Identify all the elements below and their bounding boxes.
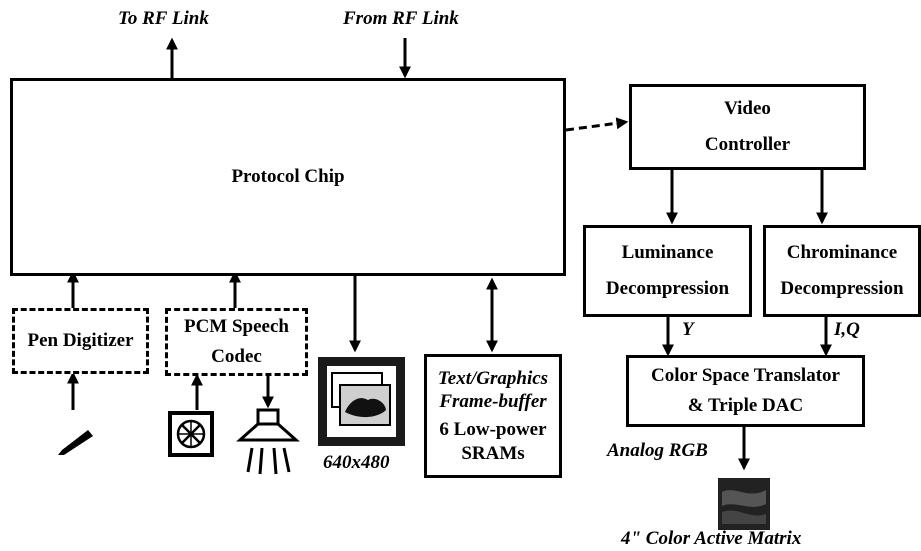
pcm-speech-codec-box: PCM Speech Codec [165,308,308,376]
framebuffer-label-4: SRAMs [461,442,525,464]
pen-digitizer-box: Pen Digitizer [12,308,149,374]
protocol-chip-label: Protocol Chip [231,165,345,187]
speaker-icon [236,408,300,475]
y-signal-label: Y [682,319,694,340]
framebuffer-label-3: 6 Low-power [439,419,547,440]
to-rf-link-label: To RF Link [118,8,209,29]
color-space-translator-box: Color Space Translator & Triple DAC [626,355,865,427]
from-rf-link-label: From RF Link [343,8,459,29]
display-icon [718,478,770,530]
microphone-icon [168,411,214,457]
video-controller-label-1: Video [724,97,771,119]
chrominance-label-1: Chrominance [786,241,898,263]
luminance-label-1: Luminance [621,241,714,263]
pcm-label-1: PCM Speech [183,315,289,337]
luminance-decompression-box: Luminance Decompression [583,225,752,317]
iq-signal-label: I,Q [834,319,860,340]
framebuffer-label-2: Frame-buffer [439,391,547,413]
protocol-chip-box: Protocol Chip [10,78,566,276]
screen-resolution-label: 640x480 [323,452,390,473]
screen-icon [318,357,405,446]
luminance-label-2: Decompression [605,278,730,299]
pen-digitizer-label: Pen Digitizer [27,329,134,351]
video-controller-label-2: Controller [704,134,791,155]
cst-label-2: & Triple DAC [687,395,804,416]
display-caption: 4" Color Active Matrix [621,528,802,549]
analog-rgb-label: Analog RGB [607,440,708,461]
cst-label-1: Color Space Translator [651,364,840,386]
video-controller-box: Video Controller [629,84,866,170]
frame-buffer-box: Text/Graphics Frame-buffer 6 Low-power S… [424,354,562,478]
framebuffer-label-1: Text/Graphics [437,367,549,389]
stylus-icon [58,430,93,455]
chrominance-label-2: Decompression [780,278,904,299]
chrominance-decompression-box: Chrominance Decompression [763,225,921,317]
pcm-label-2: Codec [211,346,262,367]
arrow-protocol-video [565,117,629,132]
